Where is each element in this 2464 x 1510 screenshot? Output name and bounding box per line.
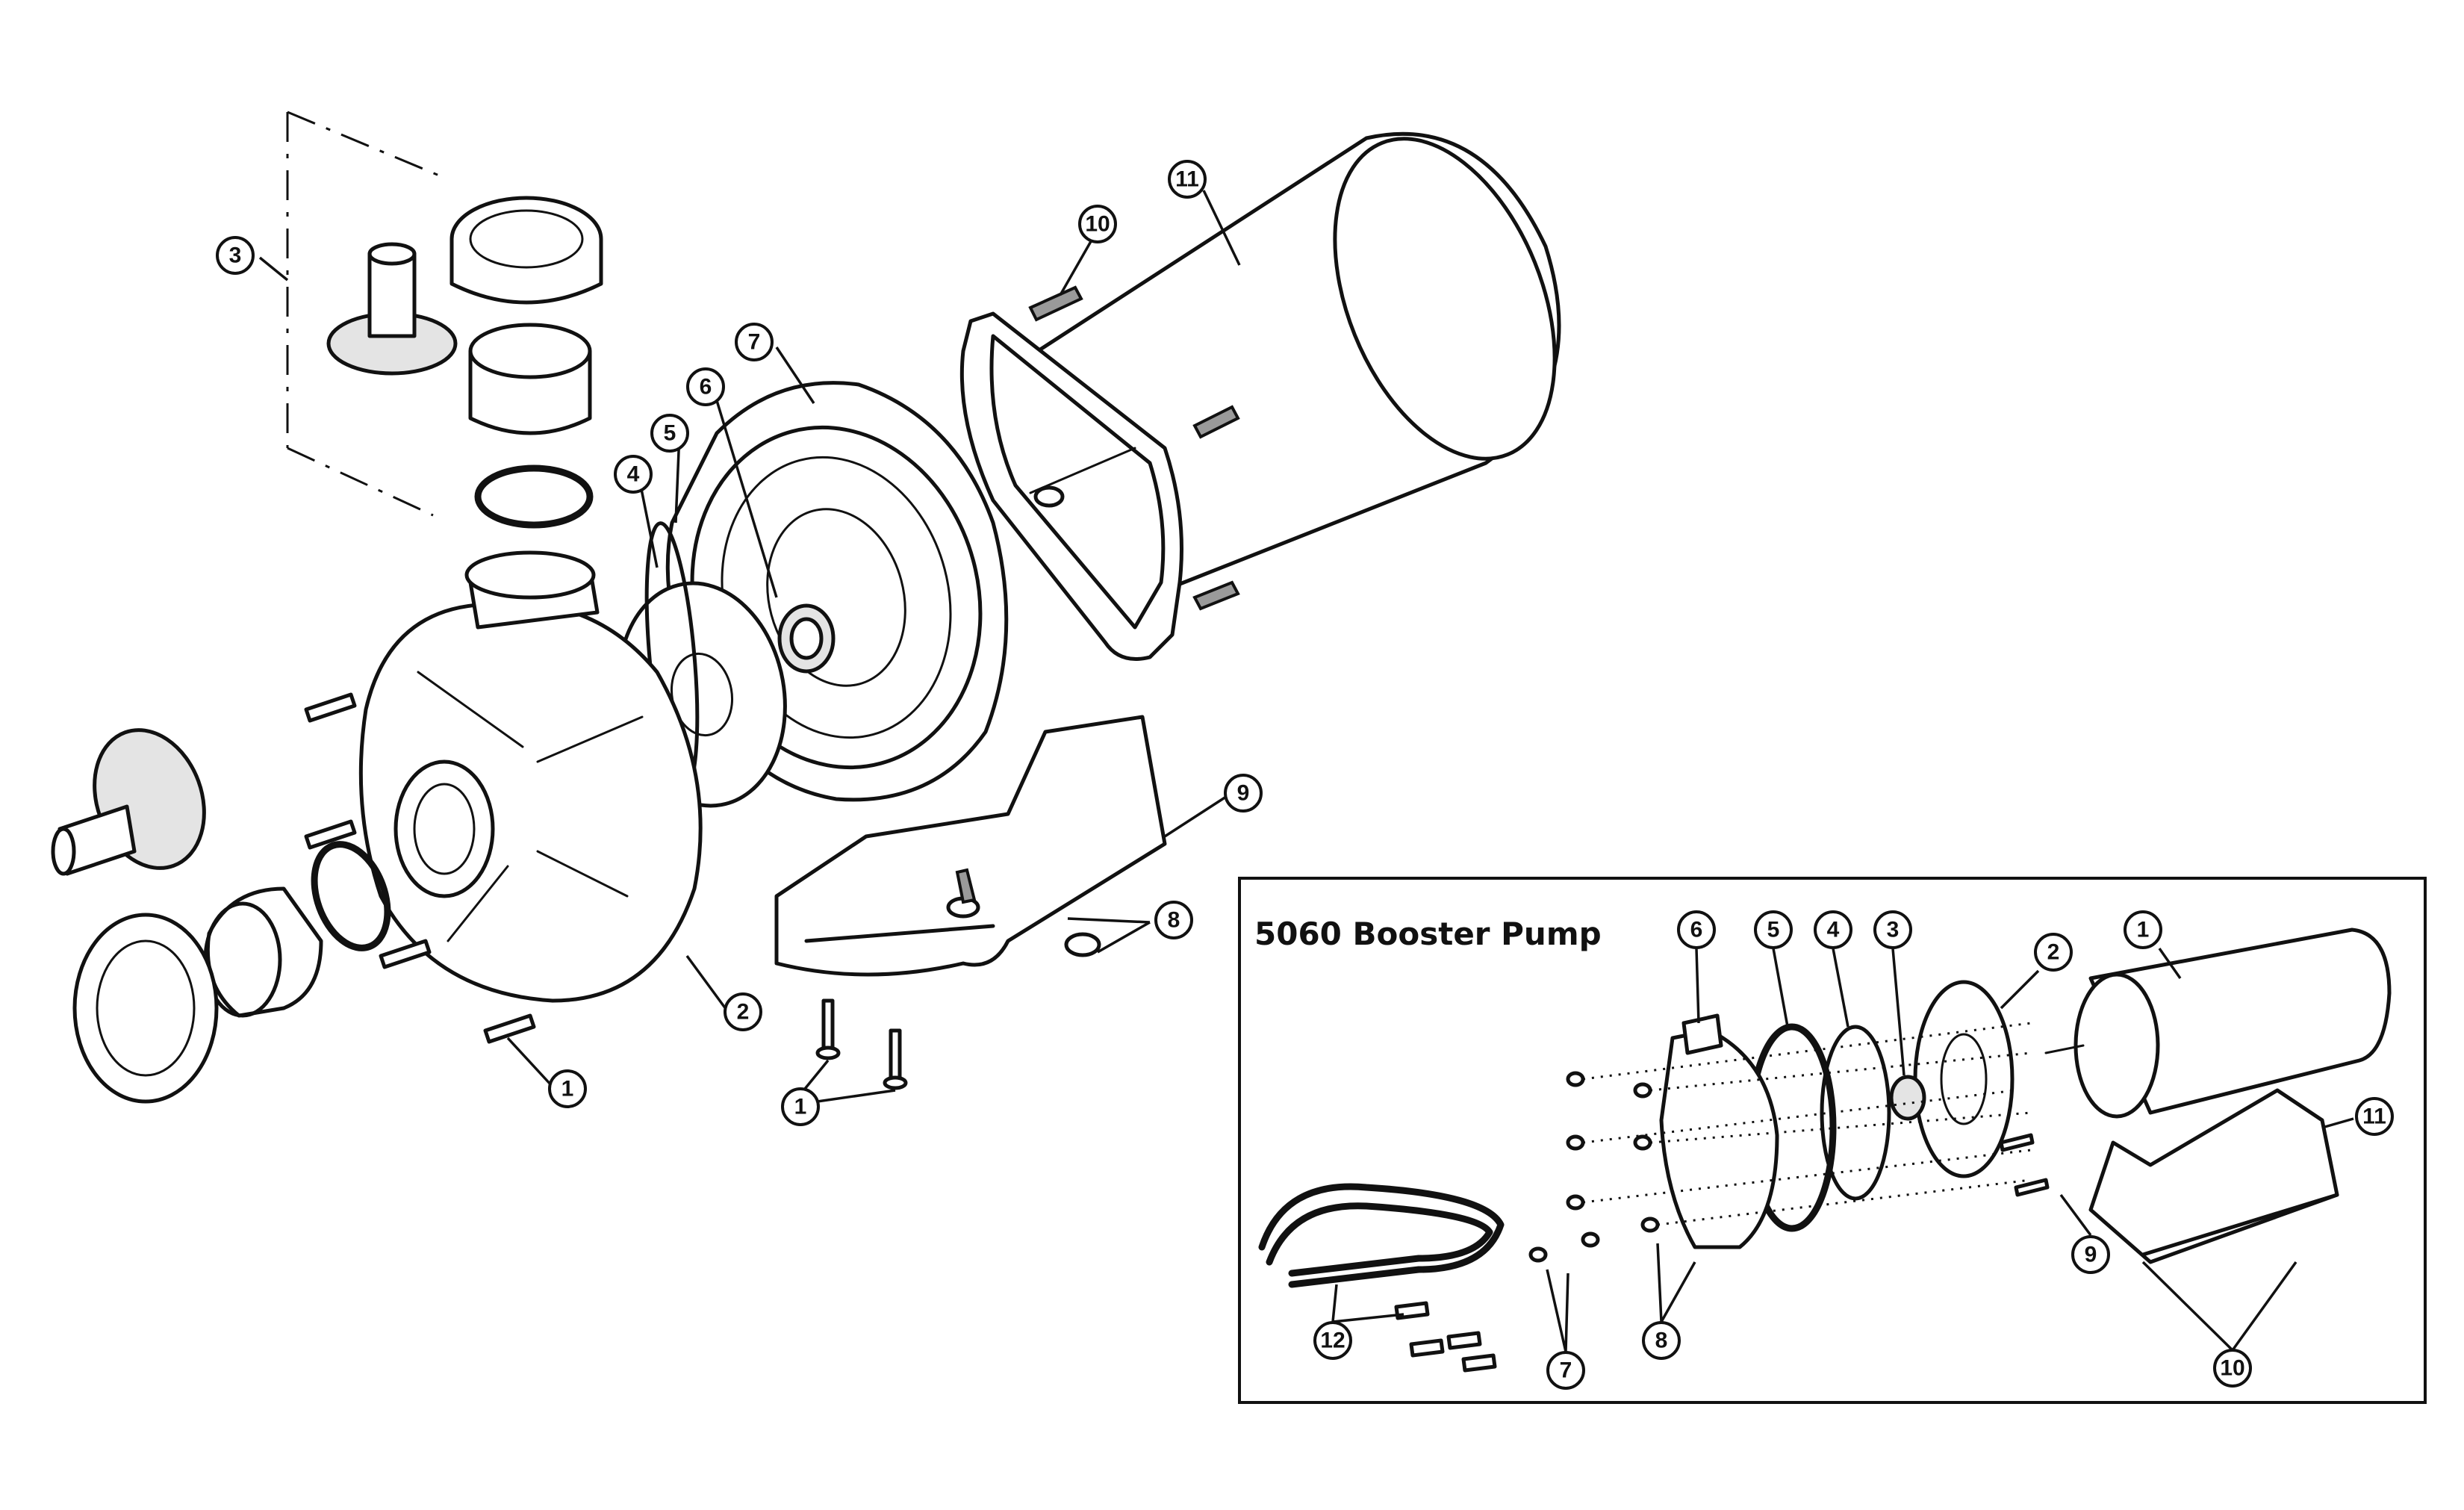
inset-motor-stand <box>2088 1088 2339 1264</box>
inset-callout-9: 9 <box>2071 1235 2110 1274</box>
svg-text:7: 7 <box>1560 1358 1572 1383</box>
pump-base <box>774 715 1167 977</box>
svg-text:8: 8 <box>1655 1329 1668 1353</box>
callout-5: 5 <box>650 414 689 453</box>
inset-title: 5060 Booster Pump <box>1254 916 1602 952</box>
union-nut-side <box>72 913 219 1104</box>
callout-2: 2 <box>724 992 762 1031</box>
hose-adapter-side <box>51 728 206 876</box>
callout-7: 7 <box>735 323 774 361</box>
svg-text:10: 10 <box>1085 212 1110 237</box>
inset-callout-3: 3 <box>1873 910 1912 949</box>
inset-callout-10: 10 <box>2213 1349 2252 1388</box>
callout-3: 3 <box>216 236 255 275</box>
svg-text:7: 7 <box>748 330 761 355</box>
union-kit-bracket <box>286 111 449 517</box>
callout-4: 4 <box>614 455 653 494</box>
inset-callout-4: 4 <box>1814 910 1852 949</box>
booster-pump-inset: 5060 Booster Pump <box>1238 877 2427 1404</box>
svg-text:1: 1 <box>561 1077 574 1102</box>
hose-adapter-top <box>326 242 458 376</box>
callout-1-housing: 1 <box>548 1069 587 1108</box>
inset-callout-11: 11 <box>2355 1097 2394 1136</box>
inset-callout-1: 1 <box>2124 910 2162 949</box>
callout-11: 11 <box>1168 160 1207 199</box>
housing-o-ring <box>311 841 391 951</box>
motor-bolts <box>1028 285 1240 611</box>
svg-text:3: 3 <box>1887 918 1900 942</box>
inset-hose-kit <box>1258 1183 1505 1373</box>
inset-callout-2: 2 <box>2034 933 2073 972</box>
housing-bolts <box>304 692 536 1044</box>
svg-text:10: 10 <box>2220 1356 2244 1381</box>
union-tailpiece-side <box>203 886 323 1018</box>
svg-text:5: 5 <box>664 421 676 446</box>
inset-motor <box>2044 928 2392 1119</box>
inset-callout-6: 6 <box>1677 910 1716 949</box>
inset-callout-12: 12 <box>1313 1321 1352 1360</box>
svg-text:9: 9 <box>2085 1243 2097 1267</box>
callout-1-base: 1 <box>781 1087 820 1126</box>
inset-fasteners <box>1528 1022 2050 1263</box>
inset-callout-8: 8 <box>1642 1321 1681 1360</box>
callout-6: 6 <box>686 367 725 406</box>
svg-text:6: 6 <box>1690 918 1703 942</box>
svg-text:2: 2 <box>2047 940 2060 965</box>
svg-text:11: 11 <box>1175 167 1199 192</box>
svg-text:6: 6 <box>700 375 712 400</box>
svg-text:3: 3 <box>229 243 242 268</box>
svg-text:4: 4 <box>627 462 640 487</box>
inset-seal-plate <box>1913 980 2015 1178</box>
callout-10: 10 <box>1078 205 1117 243</box>
inset-callout-5: 5 <box>1754 910 1793 949</box>
pump-housing <box>358 550 703 1003</box>
svg-text:5: 5 <box>1767 918 1780 942</box>
svg-text:1: 1 <box>2137 918 2150 942</box>
svg-text:9: 9 <box>1237 781 1250 806</box>
svg-text:11: 11 <box>2362 1104 2386 1129</box>
callout-9: 9 <box>1224 774 1263 813</box>
svg-text:4: 4 <box>1827 918 1840 942</box>
inset-seal <box>1889 1075 1926 1121</box>
svg-text:8: 8 <box>1168 908 1180 933</box>
inset-pump-housing <box>1659 1013 1779 1249</box>
inset-callout-7: 7 <box>1546 1351 1585 1390</box>
union-o-ring-top <box>474 465 594 529</box>
union-nut-top <box>449 196 603 305</box>
svg-text:1: 1 <box>794 1095 807 1119</box>
svg-text:2: 2 <box>737 1000 750 1025</box>
callout-8: 8 <box>1154 901 1193 939</box>
motor-mounting-plate <box>959 311 1183 661</box>
mechanical-seal <box>777 603 836 674</box>
inset-diffuser <box>1820 1025 1891 1201</box>
svg-text:12: 12 <box>1320 1329 1345 1353</box>
inset-leader-lines <box>1331 947 2354 1352</box>
base-screws <box>815 998 908 1090</box>
union-tailpiece-top <box>468 323 592 435</box>
